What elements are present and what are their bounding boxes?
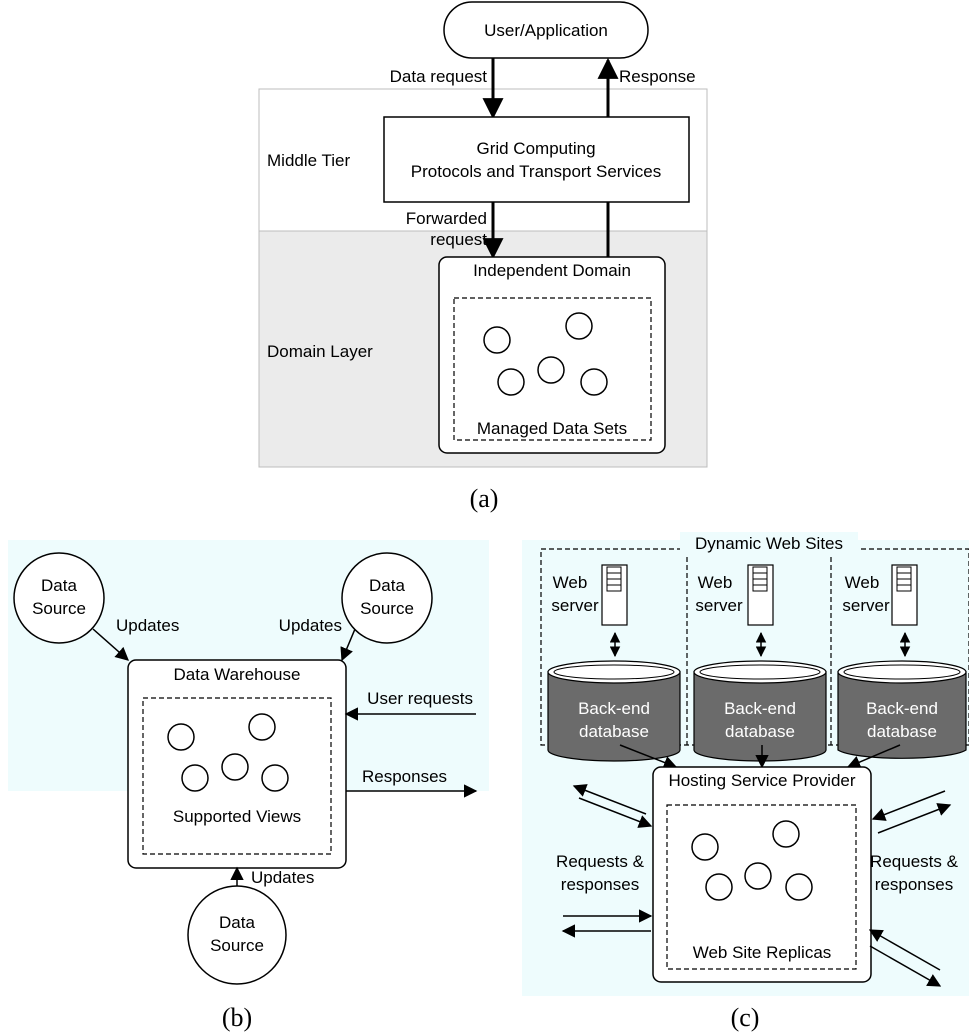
data-source-left-line2: Source bbox=[32, 599, 86, 618]
user-application-label: User/Application bbox=[484, 21, 608, 40]
replica-circle bbox=[691, 833, 719, 861]
web-site-replicas-label: Web Site Replicas bbox=[693, 943, 832, 962]
dynamic-web-sites-label: Dynamic Web Sites bbox=[695, 534, 843, 553]
web-server-label-line2: server bbox=[842, 596, 890, 615]
data-request-label: Data request bbox=[390, 67, 488, 86]
managed-data-sets-label: Managed Data Sets bbox=[477, 419, 627, 438]
independent-domain-label: Independent Domain bbox=[473, 261, 631, 280]
user-application-node bbox=[443, 1, 649, 59]
left-upper-in-arrow bbox=[578, 797, 653, 828]
data-warehouse-label: Data Warehouse bbox=[174, 665, 301, 684]
right-upper-out-arrow bbox=[877, 803, 952, 834]
data-set-circle bbox=[565, 312, 593, 340]
caption-b: (b) bbox=[222, 1003, 252, 1032]
left-upper-out-arrow bbox=[572, 784, 647, 815]
sites-to-hosting-arrow bbox=[846, 744, 901, 769]
updates-right-arrow bbox=[340, 628, 356, 662]
database-top-inner bbox=[553, 664, 675, 680]
supported-views-region bbox=[142, 697, 332, 855]
view-circle bbox=[167, 723, 195, 751]
view-circle bbox=[261, 764, 289, 792]
responses-label: Responses bbox=[362, 767, 447, 786]
database-top-inner bbox=[843, 664, 961, 680]
grid-computing-line2: Protocols and Transport Services bbox=[411, 162, 661, 181]
web-server-label-line2: server bbox=[551, 596, 599, 615]
domain-layer-label: Domain Layer bbox=[267, 342, 373, 361]
web-server-label-line1: Web bbox=[845, 573, 880, 592]
data-source-bottom-line2: Source bbox=[210, 936, 264, 955]
independent-domain-box bbox=[438, 256, 666, 454]
caption-a: (a) bbox=[470, 484, 499, 513]
updates-bottom-label: Updates bbox=[251, 868, 314, 887]
data-set-circle bbox=[537, 356, 565, 384]
database-label-line1: Back-end bbox=[866, 699, 938, 718]
database-top bbox=[837, 660, 967, 684]
data-source-left-line1: Data bbox=[41, 576, 77, 595]
managed-data-sets-region bbox=[453, 297, 652, 441]
web-site-1: Web server Back-end database bbox=[547, 564, 681, 762]
forwarded-label-line2: request bbox=[430, 230, 487, 249]
caption-c: (c) bbox=[731, 1003, 760, 1032]
data-source-left bbox=[13, 552, 105, 644]
updates-left-label: Updates bbox=[116, 616, 179, 635]
updates-right-label: Updates bbox=[279, 616, 342, 635]
database-top-inner bbox=[699, 664, 821, 680]
data-set-circle bbox=[497, 368, 525, 396]
database-top bbox=[693, 660, 827, 684]
web-site-replicas-region bbox=[666, 804, 857, 970]
web-site-2: Web server Back-end database bbox=[693, 564, 827, 762]
replica-circle bbox=[772, 820, 800, 848]
database-label-line2: database bbox=[579, 722, 649, 741]
middle-tier-label: Middle Tier bbox=[267, 151, 350, 170]
user-requests-label: User requests bbox=[367, 689, 473, 708]
right-lower-out-arrow bbox=[869, 945, 942, 987]
right-requests-line2: responses bbox=[875, 875, 953, 894]
grid-computing-box bbox=[383, 116, 690, 203]
data-source-right-line1: Data bbox=[369, 576, 405, 595]
data-source-right bbox=[341, 552, 433, 644]
hosting-service-provider-label: Hosting Service Provider bbox=[668, 771, 855, 790]
data-source-bottom-line1: Data bbox=[219, 913, 255, 932]
database-label-line1: Back-end bbox=[578, 699, 650, 718]
panel-c: Dynamic Web Sites Web server Back-end da… bbox=[522, 532, 969, 1032]
web-server-label-line1: Web bbox=[698, 573, 733, 592]
web-site-3: Web server Back-end database bbox=[837, 564, 967, 759]
database-label-line2: database bbox=[725, 722, 795, 741]
supported-views-label: Supported Views bbox=[173, 807, 301, 826]
view-circle bbox=[221, 753, 249, 781]
right-upper-in-arrow bbox=[871, 790, 946, 821]
database-label-line1: Back-end bbox=[724, 699, 796, 718]
response-label: Response bbox=[619, 67, 696, 86]
database-top bbox=[547, 660, 681, 684]
web-server-label-line2: server bbox=[695, 596, 743, 615]
data-source-right-line2: Source bbox=[360, 599, 414, 618]
sites-to-hosting-arrow bbox=[619, 744, 678, 769]
updates-left-arrow bbox=[92, 628, 130, 661]
view-circle bbox=[181, 764, 209, 792]
panel-b: Data Source Data Source Data Source Data… bbox=[8, 540, 489, 1032]
database-cylinder bbox=[547, 671, 681, 762]
view-circle bbox=[248, 713, 276, 741]
replica-circle bbox=[705, 873, 733, 901]
title-mask bbox=[680, 532, 858, 554]
forwarded-label-line1: Forwarded bbox=[406, 209, 487, 228]
database-label-line2: database bbox=[867, 722, 937, 741]
right-lower-in-arrow bbox=[868, 929, 941, 971]
data-source-bottom bbox=[187, 885, 287, 985]
database-cylinder bbox=[837, 671, 967, 759]
replica-circle bbox=[744, 862, 772, 890]
web-server-label-line1: Web bbox=[553, 573, 588, 592]
right-requests-line1: Requests & bbox=[870, 852, 959, 871]
left-requests-line1: Requests & bbox=[556, 852, 645, 871]
grid-computing-line1: Grid Computing bbox=[476, 139, 595, 158]
data-set-circle bbox=[580, 368, 608, 396]
data-set-circle bbox=[483, 326, 511, 354]
replica-circle bbox=[785, 873, 813, 901]
panel-a: User/Application Data request Response G… bbox=[258, 1, 708, 513]
left-requests-line2: responses bbox=[561, 875, 639, 894]
